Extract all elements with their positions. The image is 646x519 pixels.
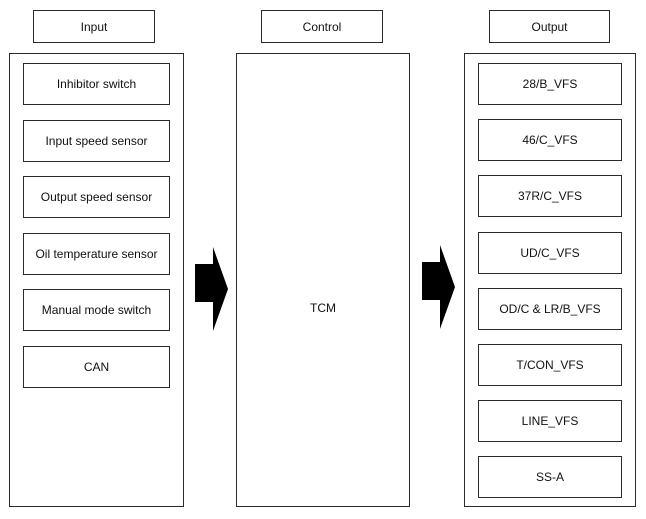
input-item-output-speed-sensor: Output speed sensor xyxy=(23,176,170,218)
output-column-header: Output xyxy=(489,10,610,43)
output-item-line-vfs: LINE_VFS xyxy=(478,400,622,443)
arrow-tcm-to-output-icon xyxy=(422,245,455,329)
output-item-tcon-vfs: T/CON_VFS xyxy=(478,343,622,386)
output-item-list: 28/B_VFS 46/C_VFS 37R/C_VFS UD/C_VFS OD/… xyxy=(465,54,635,499)
input-item-manual-mode-switch: Manual mode switch xyxy=(23,289,170,331)
tcm-box: TCM xyxy=(236,53,410,507)
tcm-label: TCM xyxy=(310,301,336,315)
input-item-oil-temperature-sensor: Oil temperature sensor xyxy=(23,232,170,275)
input-item-list: Inhibitor switch Input speed sensor Outp… xyxy=(10,54,183,388)
input-group-box: Inhibitor switch Input speed sensor Outp… xyxy=(9,53,184,507)
input-column-header: Input xyxy=(33,10,155,43)
control-column-header: Control xyxy=(261,10,383,43)
output-item-odc-lrb-vfs: OD/C & LR/B_VFS xyxy=(478,287,622,330)
output-item-udc-vfs: UD/C_VFS xyxy=(478,231,622,274)
output-group-box: 28/B_VFS 46/C_VFS 37R/C_VFS UD/C_VFS OD/… xyxy=(464,53,636,507)
output-item-46c-vfs: 46/C_VFS xyxy=(478,119,622,162)
input-item-inhibitor-switch: Inhibitor switch xyxy=(23,63,170,105)
output-item-37rc-vfs: 37R/C_VFS xyxy=(478,175,622,218)
output-item-ss-a: SS-A xyxy=(478,456,622,499)
input-item-input-speed-sensor: Input speed sensor xyxy=(23,119,170,162)
output-item-28b-vfs: 28/B_VFS xyxy=(478,63,622,105)
arrow-input-to-tcm-icon xyxy=(195,247,228,331)
input-item-can: CAN xyxy=(23,345,170,388)
